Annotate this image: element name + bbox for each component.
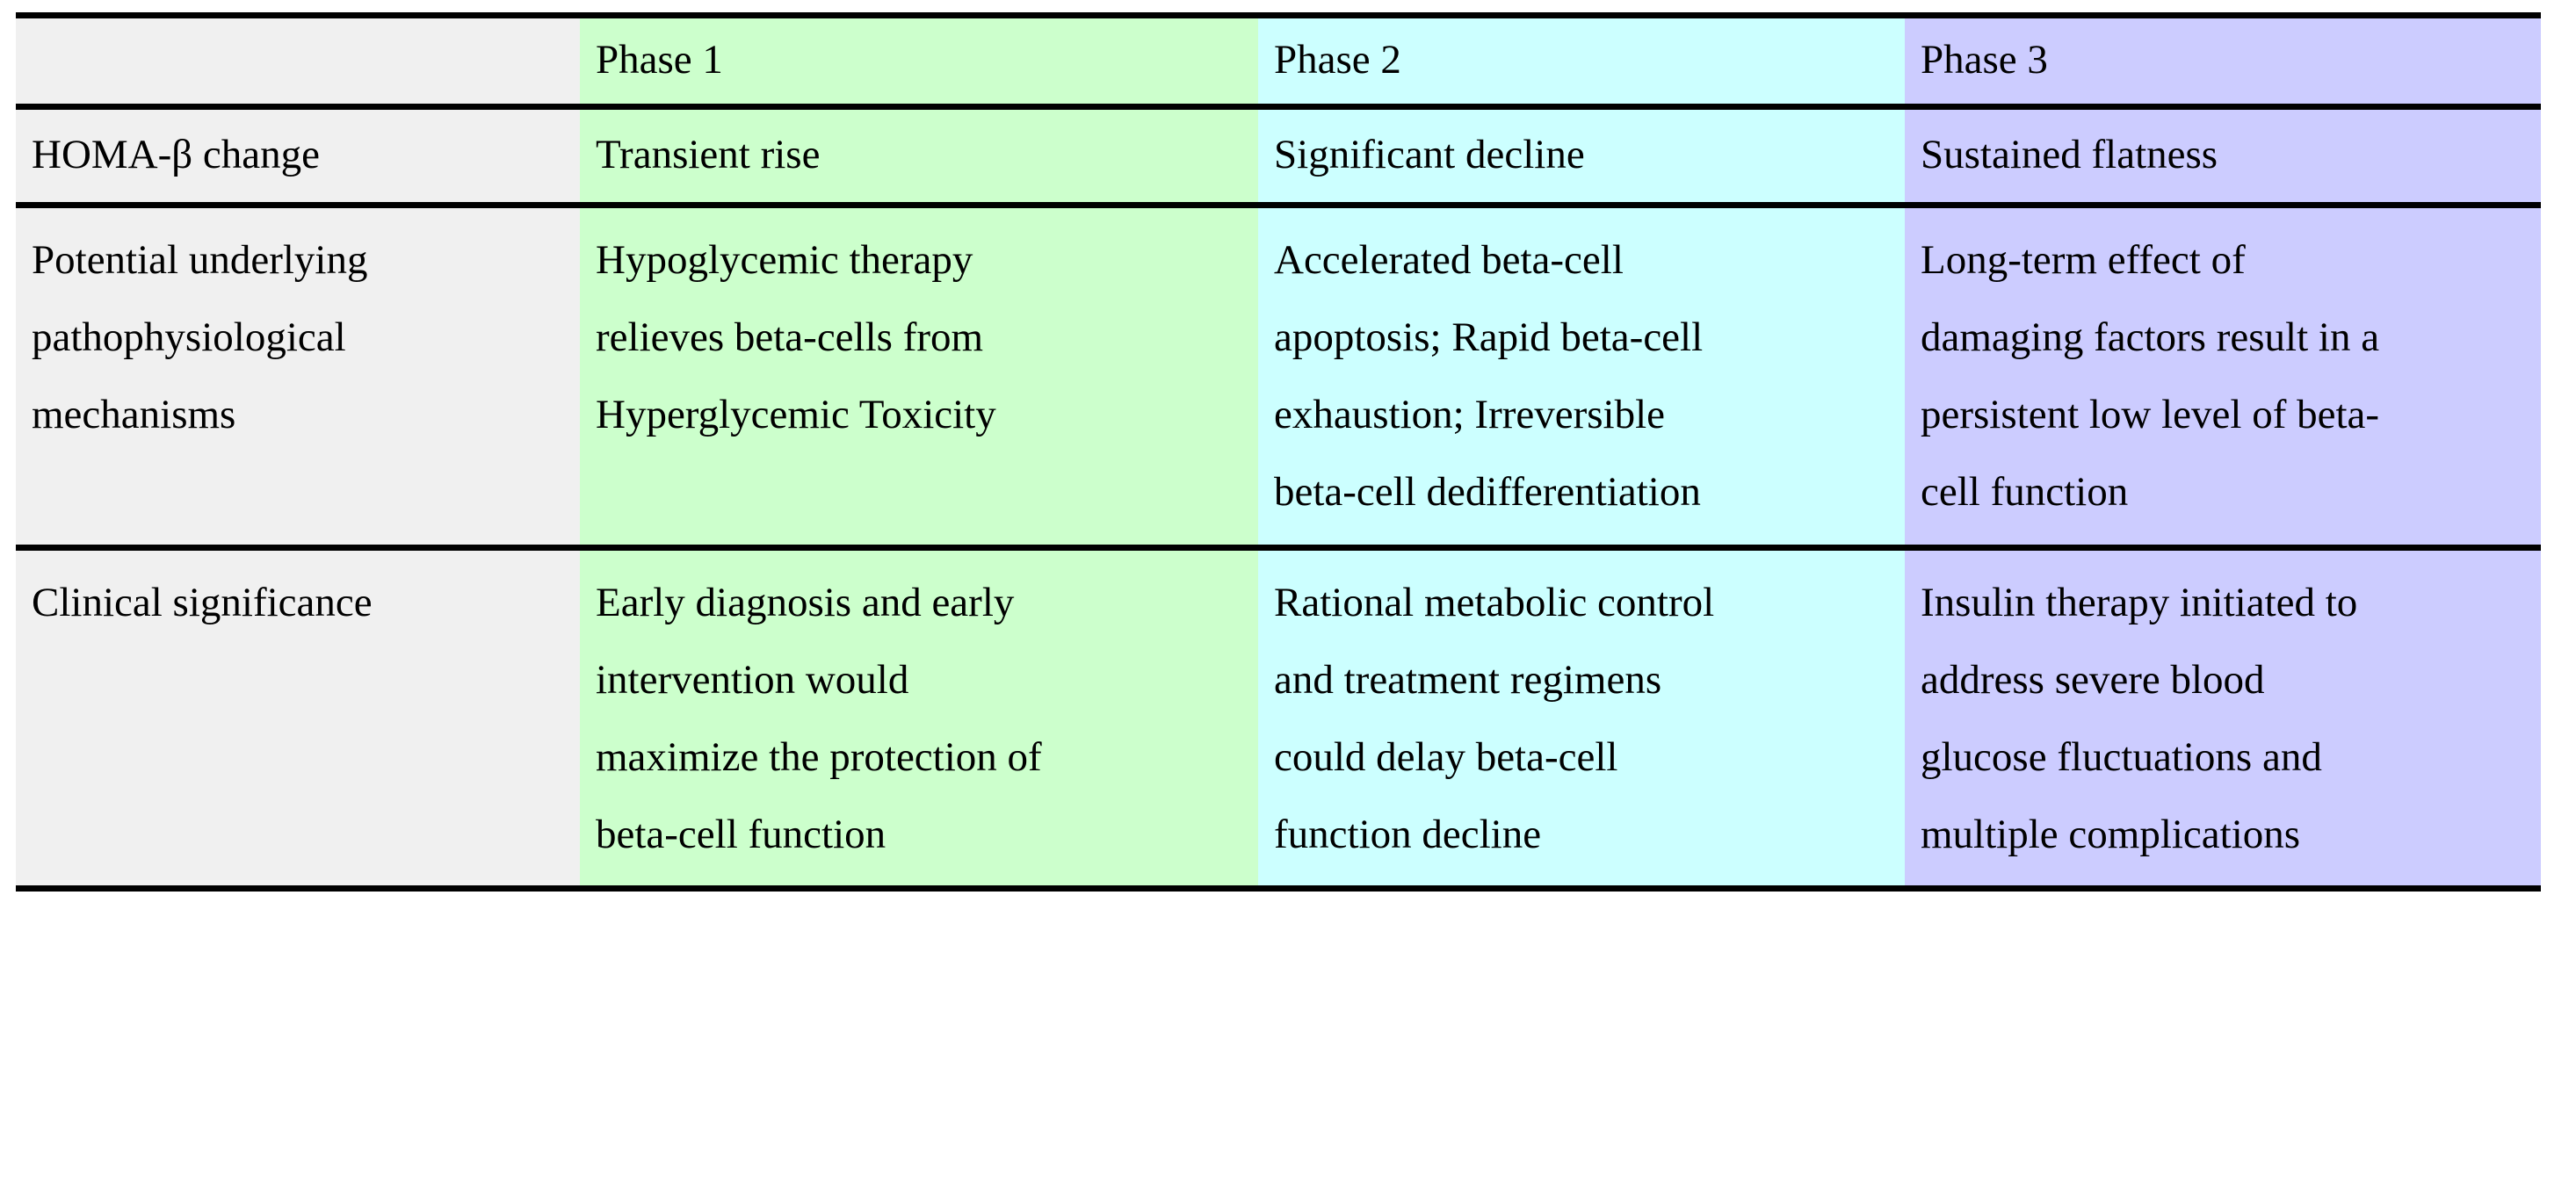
cell-clinical-phase2-line-3: function decline bbox=[1274, 812, 1542, 857]
table-row-mechanisms: Potential underlying pathophysiological … bbox=[16, 202, 2541, 548]
header-label-phase1: Phase 1 bbox=[596, 37, 723, 83]
cell-mechanisms-phase2-line-0: Accelerated beta-cell bbox=[1274, 237, 1624, 283]
cell-mechanisms-phase2-line-3: beta-cell dedifferentiation bbox=[1274, 469, 1701, 515]
row-label-cell-homa: HOMA-β change bbox=[16, 104, 580, 206]
phase-comparison-table-wrapper: Phase 1 Phase 2 Phase 3 bbox=[16, 12, 2541, 894]
phase-comparison-table: Phase 1 Phase 2 Phase 3 bbox=[16, 12, 2541, 894]
cell-mechanisms-phase1-line-2: Hyperglycemic Toxicity bbox=[596, 392, 996, 437]
table-header: Phase 1 Phase 2 Phase 3 bbox=[16, 12, 2541, 107]
row-label-clinical-line-0: Clinical significance bbox=[32, 580, 373, 625]
cell-clinical-phase3: Insulin therapy initiated to address sev… bbox=[1905, 545, 2541, 889]
cell-clinical-phase1-line-2: maximize the protection of bbox=[596, 734, 1042, 780]
cell-mechanisms-phase3: Long-term effect of damaging factors res… bbox=[1905, 202, 2541, 548]
header-cell-phase2: Phase 2 bbox=[1258, 12, 1905, 107]
table-row-homa-beta-change: HOMA-β change Transient rise Significant… bbox=[16, 104, 2541, 206]
bottom-rule-label bbox=[16, 885, 580, 894]
cell-clinical-phase2: Rational metabolic control and treatment… bbox=[1258, 545, 1905, 889]
table-bottom-rule bbox=[16, 885, 2541, 894]
bottom-rule-phase1 bbox=[580, 885, 1258, 894]
cell-clinical-phase2-line-0: Rational metabolic control bbox=[1274, 580, 1715, 625]
bottom-rule-phase2 bbox=[1258, 885, 1905, 894]
cell-mechanisms-phase3-line-3: cell function bbox=[1921, 469, 2129, 515]
row-label-cell-mechanisms: Potential underlying pathophysiological … bbox=[16, 202, 580, 548]
header-label-phase2: Phase 2 bbox=[1274, 37, 1401, 83]
cell-clinical-phase2-line-1: and treatment regimens bbox=[1274, 657, 1662, 703]
cell-mechanisms-phase3-line-1: damaging factors result in a bbox=[1921, 314, 2380, 360]
cell-clinical-phase1-line-1: intervention would bbox=[596, 657, 909, 703]
cell-clinical-phase3-line-0: Insulin therapy initiated to bbox=[1921, 580, 2358, 625]
cell-mechanisms-phase1-line-0: Hypoglycemic therapy bbox=[596, 237, 973, 283]
cell-clinical-phase1-line-0: Early diagnosis and early bbox=[596, 580, 1015, 625]
bottom-rule-phase3 bbox=[1905, 885, 2541, 894]
cell-mechanisms-phase2-line-2: exhaustion; Irreversible bbox=[1274, 392, 1666, 437]
row-label-mechanisms-line-1: pathophysiological bbox=[32, 314, 346, 360]
header-row: Phase 1 Phase 2 Phase 3 bbox=[16, 12, 2541, 107]
cell-clinical-phase2-line-2: could delay beta-cell bbox=[1274, 734, 1618, 780]
cell-homa-phase3: Sustained flatness bbox=[1905, 104, 2541, 206]
header-cell-phase1: Phase 1 bbox=[580, 12, 1258, 107]
cell-clinical-phase1-line-3: beta-cell function bbox=[596, 812, 886, 857]
cell-clinical-phase3-line-3: multiple complications bbox=[1921, 812, 2301, 857]
cell-homa-phase1: Transient rise bbox=[580, 104, 1258, 206]
cell-homa-phase2: Significant decline bbox=[1258, 104, 1905, 206]
cell-clinical-phase3-line-1: address severe blood bbox=[1921, 657, 2265, 703]
header-label-phase3: Phase 3 bbox=[1921, 37, 2048, 83]
cell-mechanisms-phase1-line-1: relieves beta-cells from bbox=[596, 314, 984, 360]
row-label-mechanisms-line-0: Potential underlying bbox=[32, 237, 368, 283]
cell-mechanisms-phase2: Accelerated beta-cell apoptosis; Rapid b… bbox=[1258, 202, 1905, 548]
cell-clinical-phase1: Early diagnosis and early intervention w… bbox=[580, 545, 1258, 889]
header-cell-label bbox=[16, 12, 580, 107]
cell-homa-phase3-line-0: Sustained flatness bbox=[1921, 132, 2218, 177]
row-label-homa-line-0: HOMA-β change bbox=[32, 132, 321, 177]
header-cell-phase3: Phase 3 bbox=[1905, 12, 2541, 107]
cell-clinical-phase3-line-2: glucose fluctuations and bbox=[1921, 734, 2322, 780]
cell-homa-phase2-line-0: Significant decline bbox=[1274, 132, 1585, 177]
cell-mechanisms-phase1: Hypoglycemic therapy relieves beta-cells… bbox=[580, 202, 1258, 548]
row-label-mechanisms-line-2: mechanisms bbox=[32, 392, 236, 437]
table-row-clinical-significance: Clinical significance Early diagnosis an… bbox=[16, 545, 2541, 889]
cell-mechanisms-phase2-line-1: apoptosis; Rapid beta-cell bbox=[1274, 314, 1704, 360]
cell-homa-phase1-line-0: Transient rise bbox=[596, 132, 821, 177]
table-body: HOMA-β change Transient rise Significant… bbox=[16, 104, 2541, 894]
cell-mechanisms-phase3-line-2: persistent low level of beta- bbox=[1921, 392, 2380, 437]
row-label-cell-clinical: Clinical significance bbox=[16, 545, 580, 889]
cell-mechanisms-phase3-line-0: Long-term effect of bbox=[1921, 237, 2246, 283]
